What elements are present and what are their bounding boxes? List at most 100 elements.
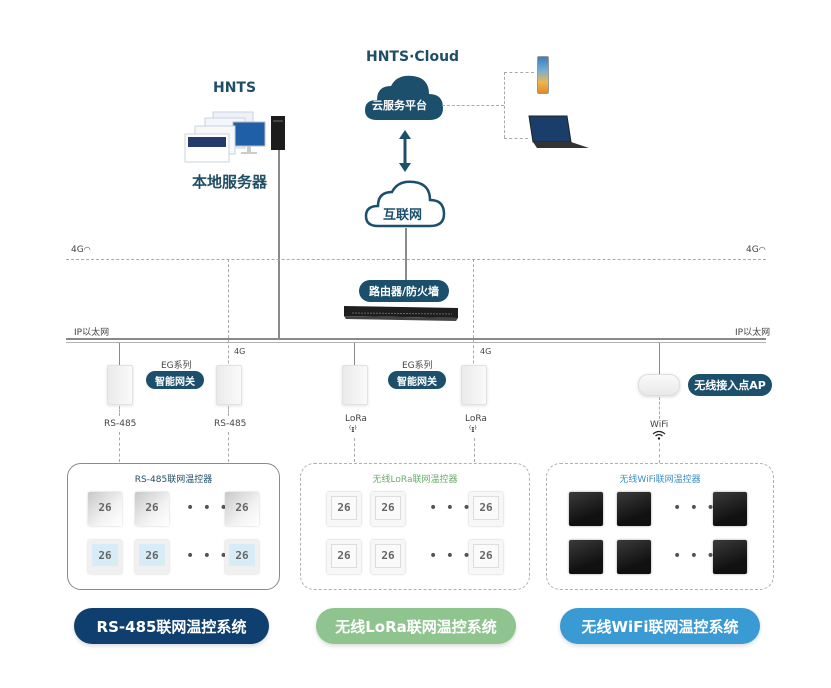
thermostat-device: 26 bbox=[371, 540, 405, 574]
wifi-thermostat-group: 无线WiFi联网温控器 • • • • • • bbox=[546, 463, 774, 590]
antenna-icon: ⁽ᵻ⁾ bbox=[469, 425, 477, 435]
ethernet-label-left: IP以太网 bbox=[74, 328, 110, 338]
lora-connector bbox=[474, 438, 475, 462]
thermostat-device: 26 bbox=[469, 492, 503, 526]
rs485-connector bbox=[119, 432, 120, 462]
lora-port-label: LoRa bbox=[345, 414, 367, 424]
thermostat-device: 26 bbox=[469, 540, 503, 574]
signal-icon: ◠ bbox=[758, 245, 766, 254]
bidirectional-arrow-icon bbox=[398, 130, 412, 172]
local-server-title: HNTS bbox=[213, 80, 257, 96]
group-title: RS-485联网温控器 bbox=[134, 475, 213, 485]
smart-gateway-label: 智能网关 bbox=[388, 371, 446, 389]
gateway-series-label: EG系列 bbox=[402, 361, 433, 371]
4g-wireless-line bbox=[66, 259, 766, 260]
4g-drop-left bbox=[228, 259, 229, 399]
gateway-device-icon bbox=[107, 365, 133, 405]
internet-cloud-icon bbox=[364, 178, 446, 230]
ellipsis: • • • bbox=[673, 500, 717, 516]
thermostat-device: 26 bbox=[88, 492, 122, 526]
internet-router-line bbox=[405, 228, 407, 286]
ethernet-label-right: IP以太网 bbox=[735, 328, 771, 338]
temperature-reading: 26 bbox=[337, 549, 351, 562]
ethernet-bus-top bbox=[66, 338, 766, 340]
thermostat-device: 26 bbox=[225, 540, 259, 574]
thermostat-device: 26 bbox=[88, 540, 122, 574]
wifi-connector bbox=[659, 443, 660, 463]
thermostat-device: 26 bbox=[135, 540, 169, 574]
group-title: 无线LoRa联网温控器 bbox=[372, 475, 458, 485]
ap-drop-line bbox=[659, 343, 660, 375]
rs485-system-button[interactable]: RS-485联网温控系统 bbox=[74, 608, 269, 644]
ellipsis: • • • bbox=[673, 548, 717, 564]
temperature-reading: 26 bbox=[235, 549, 249, 562]
gateway-4g-label: 4G bbox=[480, 347, 492, 356]
thermostat-device bbox=[569, 540, 603, 574]
thermostat-device bbox=[713, 540, 747, 574]
server-link-line bbox=[278, 150, 280, 340]
local-server-label: 本地服务器 bbox=[192, 173, 268, 191]
access-point-label: 无线接入点AP bbox=[688, 374, 772, 396]
gateway-series-label: EG系列 bbox=[161, 361, 192, 371]
smart-gateway-label: 智能网关 bbox=[146, 371, 204, 389]
rs485-port-label: RS-485 bbox=[214, 419, 247, 429]
gateway-device-icon bbox=[461, 365, 487, 405]
wifi-system-button[interactable]: 无线WiFi联网温控系统 bbox=[560, 608, 760, 644]
thermostat-device bbox=[713, 492, 747, 526]
rs485-connector bbox=[119, 406, 120, 416]
wifi-label: WiFi bbox=[650, 420, 669, 430]
4g-drop-middle bbox=[473, 259, 474, 399]
cloud-platform-icon bbox=[363, 72, 445, 124]
device-branch-connector bbox=[504, 72, 505, 138]
laptop-connector bbox=[504, 138, 528, 139]
thermostat-device: 26 bbox=[327, 540, 361, 574]
gateway-device-icon bbox=[342, 365, 368, 405]
cloud-device-connector bbox=[442, 105, 504, 106]
rs485-connector bbox=[228, 406, 229, 416]
wifi-connector bbox=[659, 397, 660, 419]
lora-connector bbox=[354, 438, 355, 462]
antenna-icon: ⁽ᵻ⁾ bbox=[349, 425, 357, 435]
thermostat-device: 26 bbox=[327, 492, 361, 526]
local-server-icon bbox=[183, 108, 293, 166]
ellipsis: • • • bbox=[186, 500, 230, 516]
gateway-drop-line bbox=[354, 343, 355, 365]
gateway-drop-line bbox=[119, 343, 120, 365]
laptop-icon bbox=[527, 114, 591, 150]
wifi-icon bbox=[652, 430, 666, 443]
router-label: 路由器/防火墙 bbox=[359, 280, 449, 302]
temperature-reading: 26 bbox=[381, 501, 395, 514]
temperature-reading: 26 bbox=[98, 549, 112, 562]
group-title: 无线WiFi联网温控器 bbox=[619, 475, 701, 485]
lora-thermostat-group: 无线LoRa联网温控器 26 26 • • • 26 26 26 • • • 2… bbox=[300, 463, 530, 590]
gateway-4g-label: 4G bbox=[234, 347, 246, 356]
ellipsis: • • • bbox=[186, 548, 230, 564]
thermostat-device: 26 bbox=[371, 492, 405, 526]
temperature-reading: 26 bbox=[381, 549, 395, 562]
ethernet-bus-bottom bbox=[66, 342, 766, 343]
thermostat-device bbox=[569, 492, 603, 526]
gateway-device-icon bbox=[216, 365, 242, 405]
rs485-port-label: RS-485 bbox=[104, 419, 137, 429]
smartphone-icon bbox=[537, 56, 549, 94]
thermostat-device bbox=[617, 540, 651, 574]
ellipsis: • • • bbox=[429, 500, 473, 516]
thermostat-device: 26 bbox=[225, 492, 259, 526]
temperature-reading: 26 bbox=[235, 501, 249, 514]
4g-label-right: 4G◠ bbox=[746, 245, 766, 255]
temperature-reading: 26 bbox=[479, 501, 493, 514]
rs485-connector bbox=[228, 432, 229, 462]
thermostat-device bbox=[617, 492, 651, 526]
lora-system-button[interactable]: 无线LoRa联网温控系统 bbox=[316, 608, 516, 644]
temperature-reading: 26 bbox=[145, 501, 159, 514]
temperature-reading: 26 bbox=[98, 501, 112, 514]
phone-connector bbox=[504, 72, 534, 73]
temperature-reading: 26 bbox=[479, 549, 493, 562]
thermostat-device: 26 bbox=[135, 492, 169, 526]
cloud-title: HNTS·Cloud bbox=[366, 49, 460, 65]
temperature-reading: 26 bbox=[145, 549, 159, 562]
rs485-thermostat-group: RS-485联网温控器 26 26 • • • 26 26 26 • • • 2… bbox=[67, 463, 280, 590]
internet-label: 互联网 bbox=[383, 208, 423, 223]
temperature-reading: 26 bbox=[337, 501, 351, 514]
access-point-device-icon bbox=[638, 374, 680, 396]
